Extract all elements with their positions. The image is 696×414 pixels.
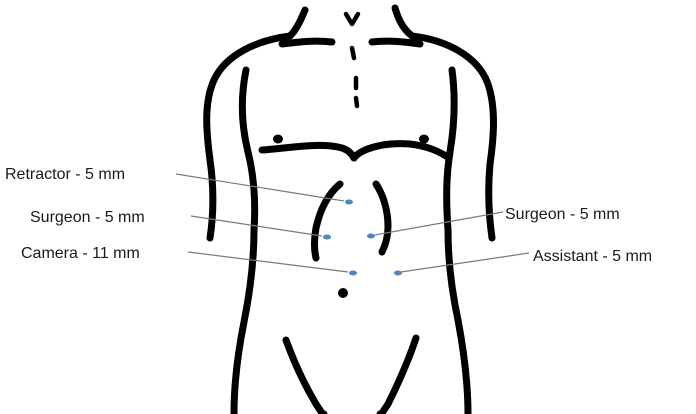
right-pectoral-line (354, 144, 446, 158)
sternum-mark-2 (356, 98, 357, 106)
left-inner-arm-line (242, 70, 254, 230)
right-waist-line (448, 230, 468, 414)
left-nipple (273, 135, 283, 144)
left-clavicle-line (282, 41, 332, 44)
port-labels: Retractor - 5 mm Surgeon - 5 mm Camera -… (5, 166, 652, 265)
right-nipple (419, 135, 429, 144)
label-surgeon-right: Surgeon - 5 mm (505, 206, 620, 223)
left-groin-line (286, 340, 324, 414)
right-inner-arm-line (447, 70, 454, 230)
neck-center-mark (346, 14, 358, 24)
torso-illustration (207, 8, 494, 414)
leader-line-camera (188, 252, 348, 272)
label-assistant: Assistant - 5 mm (533, 248, 652, 265)
label-surgeon-left: Surgeon - 5 mm (30, 209, 145, 226)
leader-line-assistant (401, 253, 529, 272)
neck-right-line (395, 8, 412, 36)
sternum-upper-mark (352, 48, 354, 58)
left-pectoral-line (262, 145, 354, 158)
port-marker-camera (349, 271, 357, 276)
leader-line-surgeon-right (375, 212, 503, 235)
label-retractor: Retractor - 5 mm (5, 166, 125, 183)
port-marker-surgeon-left (323, 235, 331, 240)
right-abdominal-line (376, 184, 388, 252)
label-camera: Camera - 11 mm (21, 245, 140, 262)
right-groin-line (380, 338, 416, 414)
navel (338, 288, 348, 298)
port-marker-retractor (345, 200, 353, 205)
neck-left-line (290, 10, 305, 36)
leader-line-retractor (176, 174, 344, 201)
left-abdominal-line (315, 184, 341, 258)
port-marker-assistant (394, 271, 402, 276)
leader-lines (176, 174, 529, 272)
port-marker-surgeon-right (367, 234, 375, 239)
right-clavicle-line (372, 41, 420, 44)
